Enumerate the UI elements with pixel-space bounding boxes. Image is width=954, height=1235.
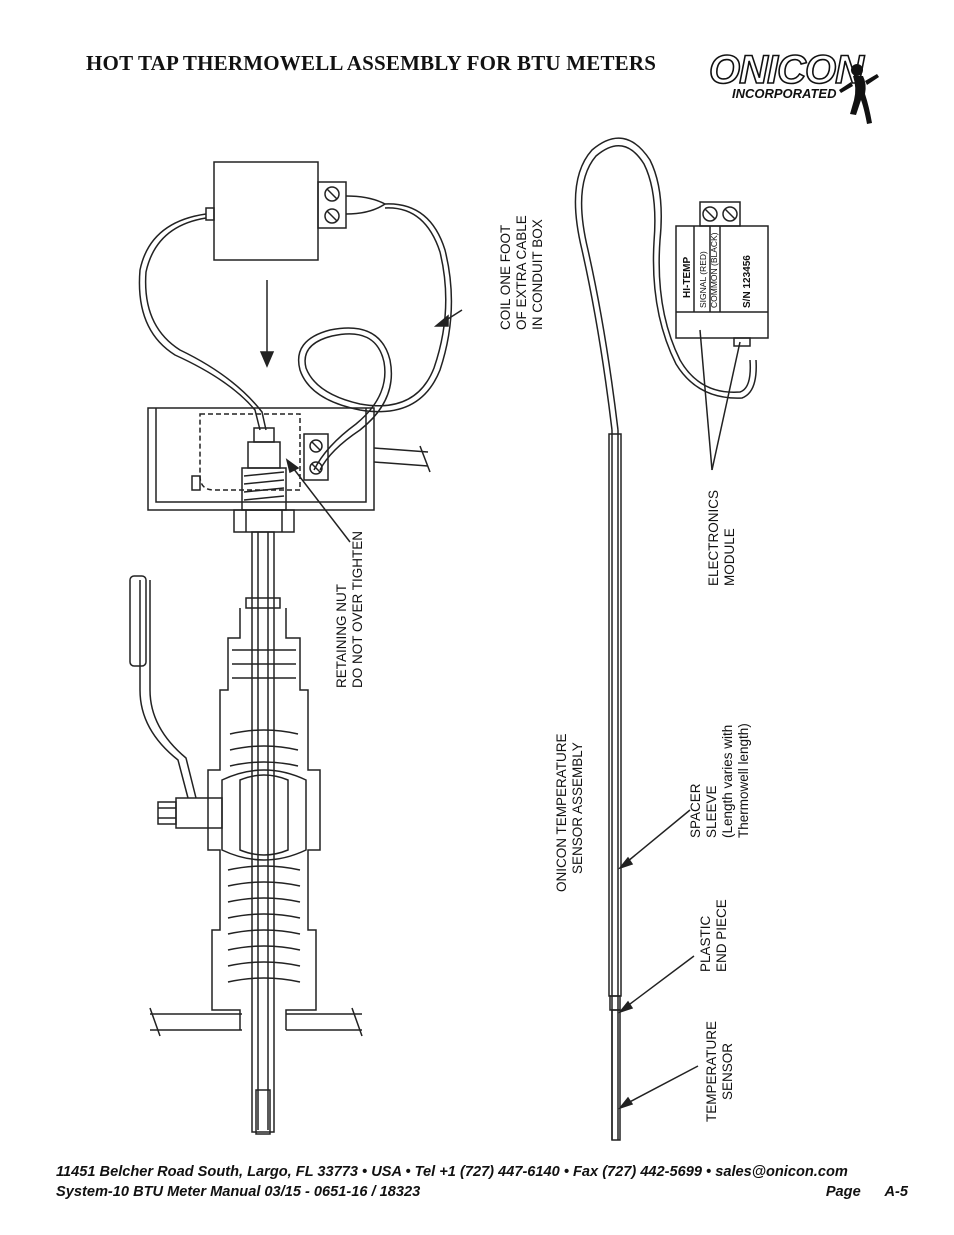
label-spacer-2: SLEEVE — [704, 785, 719, 838]
page-title: HOT TAP THERMOWELL ASSEMBLY FOR BTU METE… — [86, 51, 657, 75]
label-coil-1: COIL ONE FOOT — [498, 225, 513, 330]
footer-manual-line: System-10 BTU Meter Manual 03/15 - 0651-… — [56, 1184, 908, 1200]
label-electronics-1: ELECTRONICS — [706, 490, 721, 586]
temperature-sensor — [611, 1009, 621, 1141]
ball-valve — [221, 769, 307, 861]
label-coil-2: OF EXTRA CABLE — [514, 215, 529, 330]
footer-page-number: Page A-5 — [825, 1184, 908, 1200]
label-temp-sensor-1: TEMPERATURE — [704, 1021, 719, 1122]
label-plastic-2: END PIECE — [714, 899, 729, 972]
logo-wordmark: ONICON — [708, 48, 865, 92]
footer-manual: System-10 BTU Meter Manual 03/15 - 0651-… — [56, 1184, 421, 1200]
label-nut-2: DO NOT OVER TIGHTEN — [350, 531, 365, 688]
label-electronics-2: MODULE — [722, 528, 737, 586]
logo-subtitle: INCORPORATED — [732, 86, 837, 101]
module-hitemp-label: HI-TEMP — [682, 257, 693, 298]
label-sensor-assy-2: SENSOR ASSEMBLY — [570, 742, 585, 874]
label-nut-1: RETAINING NUT — [334, 584, 349, 688]
thermowell-diagram: COIL ONE FOOT OF EXTRA CABLE IN CONDUIT … — [129, 137, 769, 1141]
module-common-label: COMMON (BLACK) — [709, 232, 719, 308]
label-sensor-assy-1: ONICON TEMPERATURE — [554, 733, 569, 892]
electronics-box — [213, 161, 319, 261]
onicon-logo: ONICON INCORPORATED — [707, 48, 912, 130]
label-coil-3: IN CONDUIT BOX — [530, 219, 545, 330]
valve-handle — [139, 580, 189, 799]
label-spacer-4: Thermowell length) — [736, 723, 751, 838]
label-spacer-3: (Length varies with — [720, 725, 735, 838]
retaining-nut — [233, 509, 295, 533]
pipe-wall — [150, 1013, 362, 1031]
conduit-box — [147, 407, 375, 511]
label-spacer-1: SPACER — [688, 783, 703, 838]
label-temp-sensor-2: SENSOR — [720, 1043, 735, 1100]
module-serial-label: S/N 123456 — [742, 255, 753, 308]
module-signal-label: SIGNAL (RED) — [698, 251, 708, 308]
logo-figure-icon — [839, 64, 879, 124]
label-plastic-1: PLASTIC — [698, 915, 713, 972]
thermowell-stem — [251, 531, 275, 1133]
footer-address: 11451 Belcher Road South, Largo, FL 3377… — [56, 1164, 848, 1180]
spacer-sleeve — [608, 433, 622, 997]
